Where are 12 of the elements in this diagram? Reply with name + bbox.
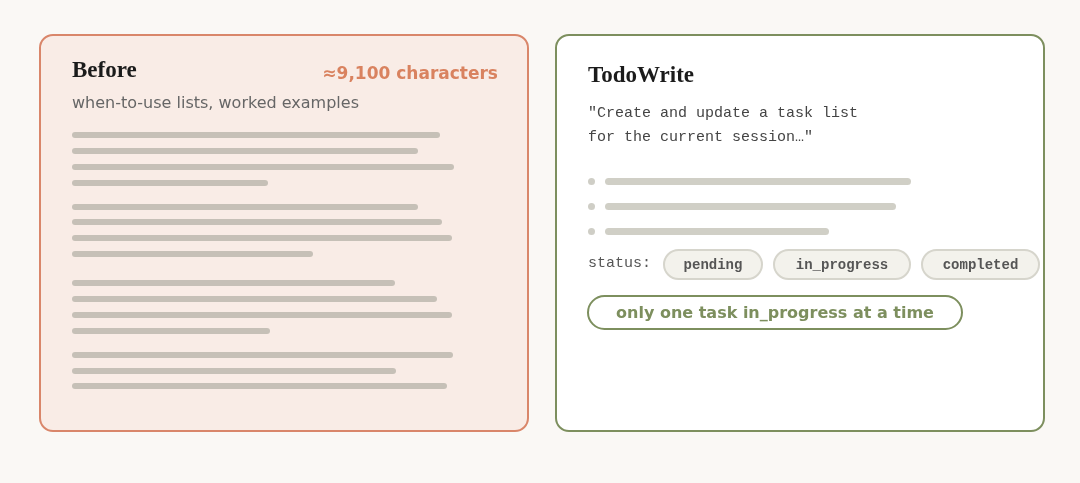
status-tag: completed xyxy=(921,249,1040,280)
card-subtitle: when-to-use lists, worked examples xyxy=(72,93,359,112)
status-label: status: xyxy=(588,255,651,272)
character-count: ≈9,100 characters xyxy=(322,63,498,83)
quote-text: "Create and update a task list for the current session…" xyxy=(588,104,860,148)
status-tag: in_progress xyxy=(773,249,911,280)
card-title: Before xyxy=(72,57,137,83)
rule-note: only one task in_progress at a time xyxy=(587,295,963,330)
status-tag: pending xyxy=(663,249,763,280)
comparison-card xyxy=(39,34,529,432)
card-title: TodoWrite xyxy=(588,62,695,88)
comparison-card xyxy=(555,34,1045,432)
